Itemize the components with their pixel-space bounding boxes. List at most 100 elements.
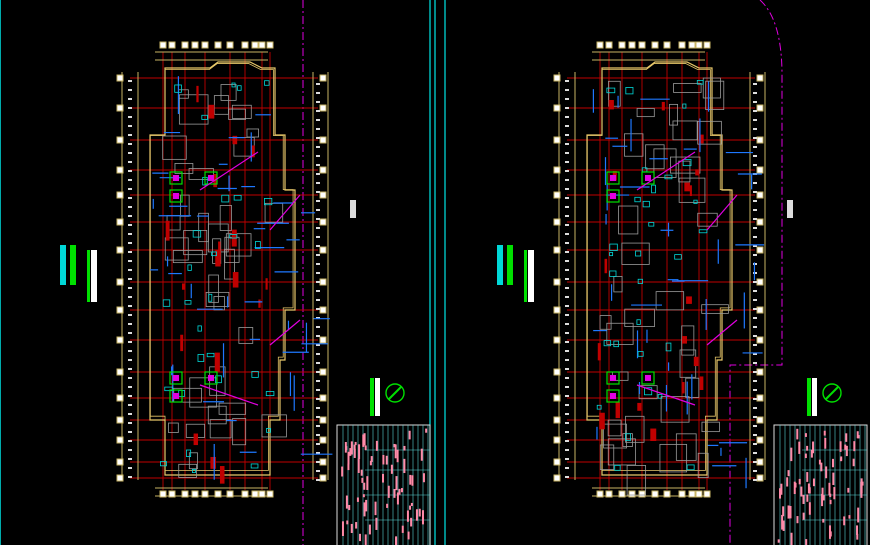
wall-segment [196,85,199,103]
wall-segment [258,299,261,308]
dimension-text [128,287,132,289]
wall-segment [604,258,608,274]
axis-bubble [319,166,327,174]
dimension-text [316,299,320,301]
axis-bubble [553,136,561,144]
wall-segment [208,104,215,119]
plumbing-fixture [197,325,202,332]
table-text [355,522,358,529]
table-text [805,539,808,545]
dimension-text [316,344,320,346]
axis-bubble [226,490,234,498]
dimension-text [565,224,569,226]
plumbing-fixture [184,300,192,305]
dimension-text [565,458,569,460]
table-text [798,441,801,454]
table-text [409,474,412,485]
plumbing-fixture [674,254,682,260]
room-wall [205,291,230,307]
room-wall [660,396,690,423]
dimension-text [565,107,569,109]
table-text [780,483,783,495]
dimension-text [753,254,757,256]
plumbing-fixture [603,340,612,347]
dimension-text [565,233,569,235]
table-text [857,507,860,523]
axis-bubble [553,416,561,424]
dimension-text [753,299,757,301]
dimension-text [753,416,757,418]
axis-bubble [116,278,124,286]
room-wall [626,465,647,496]
legend-text [91,250,97,302]
dimension-text [316,200,320,202]
table-text [356,497,359,502]
room-wall [673,83,702,93]
table-text [341,466,344,477]
plumbing-fixture [664,174,673,180]
axis-bubble [628,490,636,498]
dimension-text [316,263,320,265]
axis-bubble [756,278,764,286]
table-text [361,477,364,483]
building-outline [149,61,296,476]
dimension-text [565,323,569,325]
dimension-text [128,170,132,172]
axis-bubble [553,474,561,482]
plumbing-fixture [606,87,616,94]
axis-bubble [258,41,266,49]
table-text [362,434,365,447]
dimension-text [565,368,569,370]
axis-bubble [756,336,764,344]
dimension-text [316,209,320,211]
table-text [823,430,826,436]
axis-bubble [319,218,327,226]
dimension-text [128,206,132,208]
plumbing-fixture [192,230,202,238]
dimension-text [753,101,757,103]
plumbing-fixture [657,394,663,399]
axis-bubble [605,41,613,49]
pipe-run [636,151,696,191]
dimension-text [128,359,132,361]
axis-bubble [553,191,561,199]
bathroom [169,189,183,203]
pipe-run [269,194,301,231]
dimension-text [565,188,569,190]
plumbing-fixture [596,404,602,410]
axis-bubble [756,416,764,424]
table-text [828,525,831,539]
dimension-text [753,227,757,229]
wall-segment [180,334,184,352]
dimension-text [753,380,757,382]
dimension-text [753,164,757,166]
table-text [848,515,851,519]
axis-bubble [319,394,327,402]
plumbing-fixture [229,234,238,239]
dimension-text [753,443,757,445]
dimension-text [753,83,757,85]
dimension-text [753,398,757,400]
room-wall [670,156,701,174]
table-text [853,441,856,452]
north-arrow-icon [822,383,842,403]
room-wall [238,327,254,344]
plumbing-fixture [625,87,634,95]
table-text [382,454,385,465]
table-text [833,487,836,500]
wall-segment [637,402,642,411]
table-text [845,433,848,442]
pipe-run [636,384,696,406]
dimension-text [565,332,569,334]
axis-bubble [688,490,696,498]
plumbing-fixture [665,342,672,352]
table-text [385,455,388,465]
table-text [824,437,827,449]
table-text [804,433,807,437]
dimension-text [565,143,569,145]
plumbing-fixture [266,428,272,433]
drawing-title-bar [370,378,374,416]
room-wall [672,120,698,141]
wall-segment [214,352,220,372]
